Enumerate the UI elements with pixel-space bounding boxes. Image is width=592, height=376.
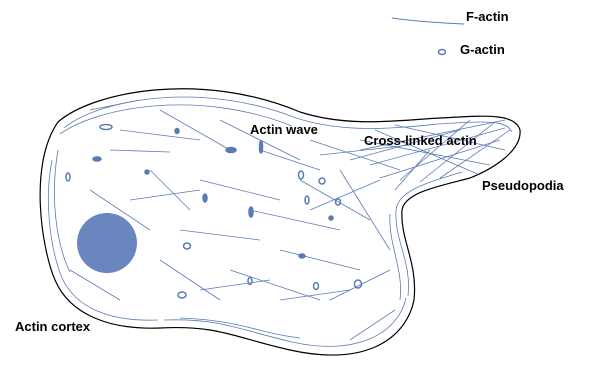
pseudopodia-label: Pseudopodia <box>482 179 564 192</box>
actin-wave-label: Actin wave <box>250 123 318 136</box>
nucleus <box>77 213 137 273</box>
legend-gactin-dot <box>439 50 446 55</box>
legend-factin-line <box>392 18 464 24</box>
legend <box>392 18 464 55</box>
cross-linked-actin-label: Cross-linked actin <box>364 134 477 147</box>
legend-factin-label: F-actin <box>466 10 509 23</box>
actin-cortex-label: Actin cortex <box>15 320 90 333</box>
legend-gactin-label: G-actin <box>460 43 505 56</box>
